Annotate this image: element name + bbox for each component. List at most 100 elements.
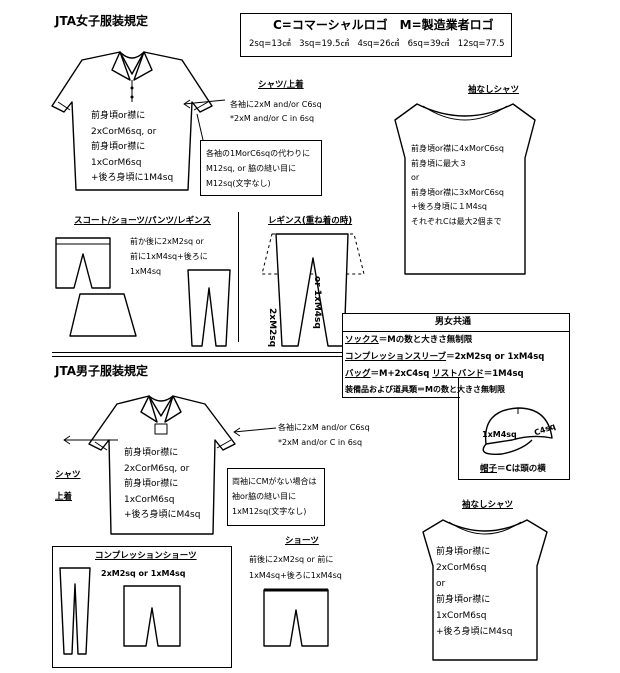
note-line: 前身頃or襟に <box>91 111 146 121</box>
note-line: *2xM and/or C in 6sq <box>278 438 363 447</box>
note-line: 1xCorM6sq <box>436 611 487 621</box>
note-line: 前身頃or襟に <box>91 142 146 152</box>
common-box <box>342 313 570 380</box>
note-line: +後ろ身頃にM4sq <box>124 510 201 520</box>
women-pants-illustration <box>55 237 111 289</box>
common-title-rule <box>342 331 570 332</box>
note-line: 前身頃or襟に <box>124 479 179 489</box>
men-shorts-heading: ショーツ <box>285 536 319 546</box>
wristband-value: ＝1M4sq <box>483 369 524 379</box>
men-shirt-label: シャツ 上着 <box>55 464 81 508</box>
note-line: 1xM12sq(文字なし) <box>232 507 307 516</box>
note-line: 前身頃or襟に <box>436 595 491 605</box>
note-line: 1xM4sq <box>130 267 162 276</box>
compression-key: コンプレッションスリーブ <box>345 352 447 362</box>
women-sleeveless-note: 前身頃or襟に4xMorC6sq 前身頃に最大３ or 前身頃or襟に3xMor… <box>411 142 504 229</box>
cap-rule: 帽子＝Cは頭の横 <box>480 464 546 474</box>
note-line: 上着 <box>55 492 73 502</box>
women-section-title: JTA女子服装規定 <box>55 14 149 28</box>
note-line: 各袖に2xM and/or C6sq <box>278 423 370 432</box>
women-sleeve-note-line: 各袖に2xM and/or C6sq <box>230 100 322 109</box>
cap-key: 帽子 <box>480 464 498 474</box>
men-shorts-illustration <box>263 588 329 647</box>
women-bottoms-heading: スコート/ショーツ/パンツ/レギンス <box>74 216 211 226</box>
note-line: 1xCorM6sq <box>124 494 175 505</box>
women-layered-leggings-illustration <box>261 233 365 347</box>
note-line: or <box>436 579 446 589</box>
note-line: 2xCorM6sq, or <box>91 126 157 137</box>
note-line: 両袖にCMがない場合は <box>232 477 317 486</box>
legend-sizes: 2sq=13㎠ 3sq=19.5㎠ 4sq=26㎠ 6sq=39㎠ 12sq=7… <box>249 39 505 49</box>
men-sleeve-arrow <box>233 427 277 437</box>
men-sleeveless-note: 前身頃or襟に 2xCorM6sq or 前身頃or襟に 1xCorM6sq +… <box>436 544 512 640</box>
women-shirt-body-note: 前身頃or襟に 2xCorM6sq, or 前身頃or襟に 1xCorM6sq … <box>91 109 173 187</box>
compression-value: ＝2xM2sq or 1xM4sq <box>446 352 545 362</box>
women-shirt-note-box: 各袖の1MorC6sqの代わりに M12sq, or 脇の縫い目に M12sq(… <box>200 140 322 196</box>
bag-value: ＝M+2xC4sq <box>370 369 430 379</box>
cap-illustration <box>482 407 553 455</box>
note-line: +後ろ身頃に1M4sq <box>91 173 174 183</box>
bag-key: バッグ <box>345 369 371 379</box>
men-polo-shirt-illustration <box>88 395 236 535</box>
women-skirt-illustration <box>69 293 137 337</box>
men-compression-shorts-illustration <box>123 585 181 647</box>
women-sleeveless-shirt-illustration <box>394 103 536 275</box>
socks-value: ＝Mの数と大きさ無制限 <box>378 335 473 345</box>
note-line: M12sq, or 脇の縫い目に <box>206 164 297 173</box>
section-divider <box>52 352 342 357</box>
common-compression: コンプレッションスリーブ＝2xM2sq or 1xM4sq <box>345 352 544 362</box>
socks-key: ソックス <box>345 335 379 345</box>
men-sleeveless-heading: 袖なしシャツ <box>462 500 514 510</box>
note-line: 前に1xM4sq+後ろに <box>130 252 208 261</box>
men-shirt-note-box: 両袖にCMがない場合は 袖or脇の縫い目に 1xM12sq(文字なし) <box>227 468 325 526</box>
women-sleeve-arrow <box>183 99 226 109</box>
note-line: 前身頃or襟に <box>124 448 179 458</box>
men-section-title: JTA男子服装規定 <box>55 364 149 378</box>
note-line: +後ろ身頃にM4sq <box>436 627 513 637</box>
women-leggings-label-right: or 1xM4sq <box>312 276 322 329</box>
men-compression-note: 2xM2sq or 1xM4sq <box>101 569 186 578</box>
men-compression-heading: コンプレッションショーツ <box>95 551 197 561</box>
note-line: 2xCorM6sq <box>436 563 487 573</box>
note-line: or <box>411 173 420 182</box>
note-line: 1xCorM6sq <box>91 157 142 168</box>
note-line: 前身頃or襟に4xMorC6sq <box>411 144 505 153</box>
women-leggings-heading: レギンス(重ね着の時) <box>268 216 353 226</box>
men-shirt-body-note: 前身頃or襟に 2xCorM6sq, or 前身頃or襟に 1xCorM6sq … <box>124 446 200 524</box>
note-line: 2xCorM6sq, or <box>124 463 190 474</box>
women-sleeve-note: 各袖に2xM and/or C6sq *2xM and/or C in 6sq <box>230 98 322 126</box>
common-equipment: 装備品および道具類＝Mの数と大きさ無制限 <box>345 385 505 394</box>
men-compression-long-illustration <box>59 567 91 655</box>
note-line: 各袖の1MorC6sqの代わりに <box>206 149 311 158</box>
note-line: 袖or脇の縫い目に <box>232 492 297 501</box>
women-polo-shirt-illustration <box>51 51 213 191</box>
common-socks: ソックス＝Mの数と大きさ無制限 <box>345 335 472 345</box>
note-line: 前身頃or襟に <box>436 547 491 557</box>
women-leggings-illustration <box>187 269 231 347</box>
men-sleeve-note: 各袖に2xM and/or C6sq *2xM and/or C in 6sq <box>278 420 370 450</box>
note-line: 前か後に2xM2sq or <box>130 237 204 246</box>
common-title: 男女共通 <box>435 317 472 327</box>
note-line: M12sq(文字なし) <box>206 179 271 188</box>
note-line: 1xM4sq+後ろに1xM4sq <box>249 571 342 580</box>
women-leggings-label-left: 2xM2sq <box>267 308 277 348</box>
cap-label-front: 1xM4sq <box>482 430 517 439</box>
women-bottoms-note: 前か後に2xM2sq or 前に1xM4sq+後ろに 1xM4sq <box>130 234 208 279</box>
cap-value: ＝Cは頭の横 <box>497 464 546 474</box>
note-line: 前身頃or襟に3xMorC6sq <box>411 187 505 197</box>
legend-box: C=コマーシャルロゴ M=製造業者ロゴ 2sq=13㎠ 3sq=19.5㎠ 4s… <box>240 13 512 57</box>
common-box-lower-edge <box>342 378 460 398</box>
women-bottoms-divider <box>238 212 240 342</box>
note-line: 前後に2xM2sq or 前に <box>249 555 334 564</box>
men-shorts-note: 前後に2xM2sq or 前に 1xM4sq+後ろに1xM4sq <box>249 552 342 584</box>
women-sleeveless-heading: 袖なしシャツ <box>468 85 520 95</box>
women-sleeve-note-line: *2xM and/or C in 6sq <box>230 114 315 123</box>
men-sleeveless-shirt-illustration <box>422 519 548 661</box>
legend-title: C=コマーシャルロゴ M=製造業者ロゴ <box>273 18 494 32</box>
wristband-key: リストバンド <box>432 369 484 379</box>
note-line: 前身頃に最大３ <box>411 158 467 168</box>
men-left-arrow <box>63 435 118 445</box>
women-shirt-heading: シャツ/上着 <box>258 80 304 90</box>
note-line: シャツ <box>55 470 81 480</box>
note-line: +後ろ身頃に１M4sq <box>411 202 487 211</box>
